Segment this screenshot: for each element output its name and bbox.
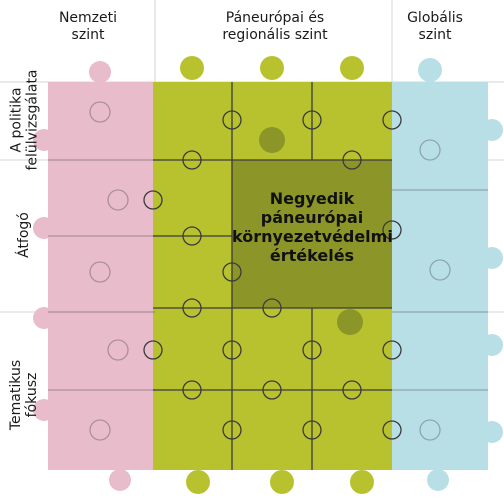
seam-knob-8 bbox=[182, 298, 202, 318]
center-piece-label: Negyedik páneurópai környezetvédelmi ért… bbox=[232, 189, 393, 265]
seam-knob-15 bbox=[302, 420, 322, 440]
row-header-thematic-text: Tematikus fókusz bbox=[8, 359, 41, 431]
seam-knob-17 bbox=[382, 220, 402, 240]
tab-right-2 bbox=[481, 247, 503, 269]
seam-knob-23 bbox=[107, 189, 129, 211]
tab-top-global bbox=[418, 58, 442, 82]
tab-top-pan-3 bbox=[340, 56, 364, 80]
seam-knob-29 bbox=[419, 419, 441, 441]
tab-left-4 bbox=[33, 399, 55, 421]
center-piece-knob-bottom bbox=[337, 309, 363, 335]
seam-knob-6 bbox=[222, 262, 242, 282]
tab-left-1 bbox=[33, 129, 55, 151]
seam-knob-26 bbox=[89, 419, 111, 441]
tab-left-3 bbox=[33, 307, 55, 329]
seam-knob-9 bbox=[222, 340, 242, 360]
row-header-thematic: Tematikus fókusz bbox=[6, 320, 42, 470]
tab-bottom-pan-2 bbox=[270, 470, 294, 494]
column-header-paneuropean: Páneurópai és regionális szint bbox=[222, 10, 328, 43]
row-header-overarching-text: Átfogó bbox=[16, 212, 32, 258]
global-column-fill bbox=[392, 82, 488, 470]
tab-bottom-national bbox=[109, 469, 131, 491]
tab-bottom-pan-3 bbox=[350, 470, 374, 494]
tab-left-2 bbox=[33, 217, 55, 239]
seam-knob-16 bbox=[382, 110, 402, 130]
seam-knob-4 bbox=[302, 110, 322, 130]
national-column-fill bbox=[48, 82, 155, 470]
piece-seams bbox=[48, 82, 488, 470]
seam-knob-3 bbox=[222, 110, 242, 130]
row-header-policy-review: A politika felülvizsgálata bbox=[6, 69, 42, 171]
seam-knob-27 bbox=[419, 139, 441, 161]
row-header-policy-review-text: A politika felülvizsgálata bbox=[8, 69, 41, 171]
tab-right-1 bbox=[481, 119, 503, 141]
tab-right-3 bbox=[481, 334, 503, 356]
seam-knob-10 bbox=[302, 340, 322, 360]
seam-knob-13 bbox=[342, 380, 362, 400]
center-piece-knob-top bbox=[259, 127, 285, 153]
seam-knob-21 bbox=[143, 340, 163, 360]
seam-knob-11 bbox=[182, 380, 202, 400]
center-piece-body bbox=[232, 160, 392, 308]
seam-knob-19 bbox=[382, 420, 402, 440]
tab-right-4 bbox=[481, 421, 503, 443]
puzzle-tabs bbox=[33, 56, 503, 494]
seam-knob-1 bbox=[182, 150, 202, 170]
seam-knob-22 bbox=[89, 101, 111, 123]
seam-knob-18 bbox=[382, 340, 402, 360]
seam-knob-5 bbox=[182, 226, 202, 246]
seam-knob-24 bbox=[89, 261, 111, 283]
seam-knob-12 bbox=[262, 380, 282, 400]
tab-top-pan-2 bbox=[260, 56, 284, 80]
tab-bottom-pan-1 bbox=[186, 470, 210, 494]
row-header-overarching: Átfogó bbox=[6, 180, 42, 290]
seam-knob-25 bbox=[107, 339, 129, 361]
seam-knob-20 bbox=[143, 190, 163, 210]
seam-knob-28 bbox=[429, 259, 451, 281]
seam-knob-14 bbox=[222, 420, 242, 440]
column-header-global: Globális szint bbox=[407, 10, 463, 43]
center-piece bbox=[232, 127, 392, 335]
tab-bottom-global bbox=[427, 469, 449, 491]
tab-top-national bbox=[89, 61, 111, 83]
column-header-national: Nemzeti szint bbox=[58, 10, 118, 43]
tab-top-pan-1 bbox=[180, 56, 204, 80]
seam-knob-7 bbox=[262, 298, 282, 318]
seam-knob-2 bbox=[342, 150, 362, 170]
